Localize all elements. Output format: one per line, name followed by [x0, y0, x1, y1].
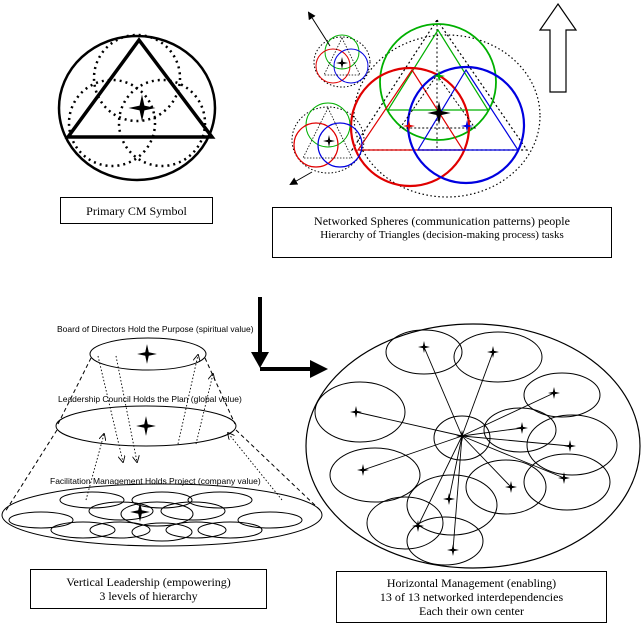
- vertical-caption-line1: Vertical Leadership (empowering): [66, 575, 231, 589]
- small-sphere-cluster-lower: [291, 102, 365, 174]
- horizontal-caption-line2: 13 of 13 networked interdependencies: [379, 590, 564, 604]
- small-sphere-cluster-upper: [313, 34, 371, 88]
- networked-spheres-diagram: [289, 11, 541, 198]
- networked-caption-line1: Networked Spheres (communication pattern…: [314, 214, 570, 228]
- transition-arrow-icon: [251, 297, 328, 378]
- level3-label: Facilitation Management Holds Project (c…: [50, 476, 261, 486]
- level1-label: Board of Directors Hold the Purpose (spi…: [57, 324, 254, 334]
- level2-label: Leadership Council Holds the Plan (globa…: [58, 394, 242, 404]
- networked-caption-line2: Hierarchy of Triangles (decision-making …: [320, 229, 564, 241]
- primary-cm-caption-text: Primary CM Symbol: [86, 204, 187, 218]
- horizontal-management-diagram: [305, 323, 641, 569]
- vertical-caption: Vertical Leadership (empowering) 3 level…: [30, 569, 267, 609]
- horizontal-caption-line1: Horizontal Management (enabling): [386, 576, 557, 590]
- networked-caption: Networked Spheres (communication pattern…: [272, 207, 612, 258]
- vertical-caption-line2: 3 levels of hierarchy: [99, 589, 198, 603]
- vertical-leadership-diagram: [1, 337, 323, 547]
- horizontal-caption: Horizontal Management (enabling) 13 of 1…: [336, 571, 607, 623]
- primary-cm-caption: Primary CM Symbol: [60, 197, 213, 224]
- up-arrow-icon: [538, 2, 578, 93]
- primary-cm-symbol: [57, 33, 217, 182]
- horizontal-caption-line3: Each their own center: [419, 604, 524, 618]
